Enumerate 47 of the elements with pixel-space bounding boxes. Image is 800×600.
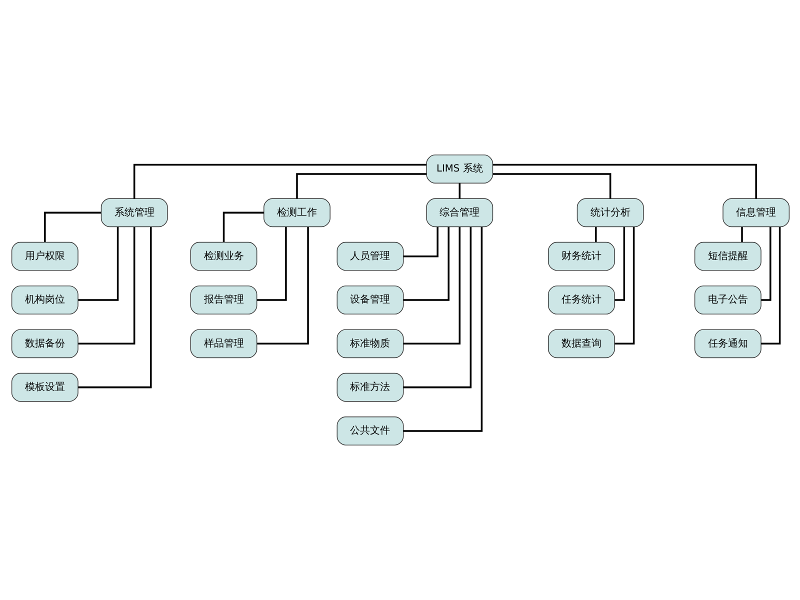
connector <box>44 212 101 242</box>
node-box: 任务通知 <box>694 329 761 358</box>
node-box: 数据查询 <box>548 329 614 358</box>
node-box: 数据备份 <box>10 329 78 358</box>
connector <box>256 226 308 345</box>
connector <box>402 226 472 388</box>
connector <box>614 226 634 345</box>
connector <box>296 173 426 198</box>
node-box: 任务统计 <box>548 286 614 314</box>
node-box: 标准物质 <box>336 329 404 358</box>
node-box: 机构岗位 <box>10 286 78 314</box>
node-box: 综合管理 <box>426 198 493 228</box>
connector <box>594 226 596 242</box>
node-box: 标准方法 <box>336 372 404 402</box>
node-box: 财务统计 <box>548 242 614 271</box>
connector <box>740 226 742 242</box>
connector <box>256 226 286 301</box>
connector <box>614 226 625 301</box>
node-box: 公共文件 <box>336 416 404 446</box>
connector <box>760 226 780 345</box>
node-box: 用户权限 <box>10 242 78 271</box>
node-box: 系统管理 <box>100 198 168 228</box>
node-box: 设备管理 <box>336 286 404 314</box>
node-box: 信息管理 <box>722 198 790 228</box>
connector <box>78 226 118 301</box>
node-box: 检测业务 <box>190 242 257 271</box>
connector <box>222 212 264 242</box>
node-box: 人员管理 <box>336 242 404 271</box>
connector <box>402 226 449 301</box>
connector <box>78 226 152 388</box>
connector <box>132 164 426 199</box>
connector <box>403 226 438 258</box>
connector <box>760 226 771 301</box>
connector <box>402 227 482 432</box>
node-box: 统计分析 <box>576 198 644 228</box>
connector <box>78 226 135 345</box>
connector <box>403 226 460 345</box>
node-box: 报告管理 <box>190 286 257 314</box>
node-box: 电子公告 <box>694 286 761 314</box>
node-box: 模板设置 <box>10 372 78 402</box>
node-box: 检测工作 <box>263 198 330 228</box>
connector <box>492 164 756 199</box>
node-box: 样品管理 <box>190 329 257 358</box>
node-box: LIMS 系统 <box>426 154 493 184</box>
connector <box>458 183 460 199</box>
node-box: 短信提醒 <box>694 242 761 271</box>
connector <box>492 173 611 198</box>
